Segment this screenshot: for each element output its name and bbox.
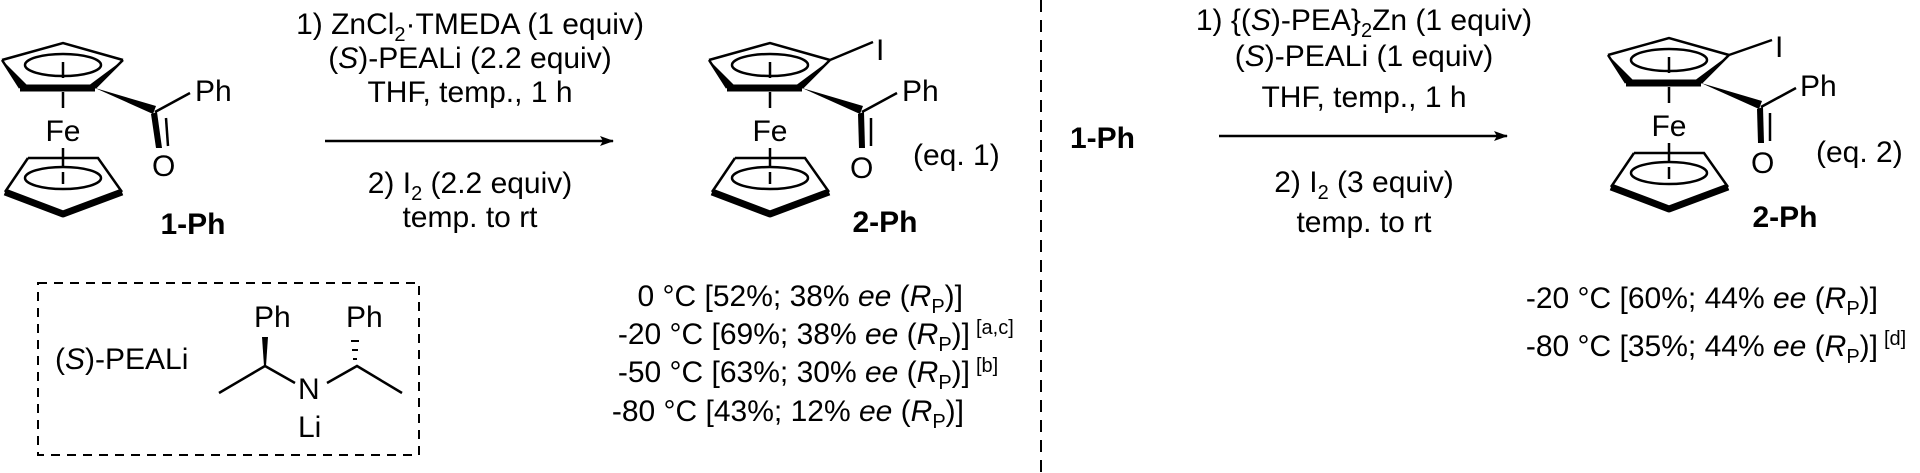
bond-wedge [262, 337, 268, 366]
lithium-atom: Li [298, 411, 321, 444]
fe-atom: Fe [752, 115, 787, 148]
equation-label: (eq. 2) [1816, 136, 1903, 169]
result-row: -20 °C [60%; 44% ee (RP)] [1526, 282, 1878, 320]
bond-double [858, 112, 865, 148]
iodine-atom: I [876, 34, 884, 67]
ph-group: Ph [254, 301, 291, 334]
footnote-marker: [d] [1884, 328, 1906, 350]
nitrogen-atom: N [298, 373, 320, 406]
bond-wedge [95, 88, 156, 114]
bond-double [164, 117, 170, 147]
compound-label-1-ph: 1-Ph [160, 208, 225, 241]
bond-wedge [1701, 83, 1762, 109]
condition-temp: temp. to rt [402, 201, 538, 234]
bond [1728, 38, 1773, 57]
bond [326, 364, 403, 395]
result-row: -80 °C [43%; 12% ee (RP)] [612, 395, 964, 433]
reagent-box: (S)-PEALi Ph Ph N Li [37, 282, 420, 456]
bond [154, 91, 191, 114]
iodine-atom: I [1775, 31, 1783, 64]
condition-solvent: THF, temp., 1 h [367, 76, 572, 109]
bond-wedge [802, 88, 863, 114]
result-row: -20 °C [69%; 38% ee (RP)] [618, 318, 970, 356]
oxygen-atom: O [152, 150, 175, 183]
reactant-1-ph-structure: Fe Ph O 1-Ph [2, 43, 232, 241]
fe-atom: Fe [1651, 110, 1686, 143]
bond-double [151, 112, 162, 148]
eq1-results: 0 °C [52%; 38% ee (RP)] -20 °C [69%; 38%… [612, 280, 1014, 433]
bond [829, 40, 874, 62]
dashed-box [37, 282, 420, 456]
result-row: 0 °C [52%; 38% ee (RP)] [638, 280, 964, 318]
bond-hash [351, 340, 359, 360]
equation-label: (eq. 1) [913, 139, 1000, 172]
footnote-marker: [b] [976, 355, 998, 377]
condition-base: (S)-PEALi (1 equiv) [1235, 40, 1493, 73]
bond [861, 91, 898, 114]
compound-label-2-ph: 2-Ph [852, 206, 917, 239]
condition-step2: 2) I2 (2.2 equiv) [368, 167, 573, 205]
condition-solvent: THF, temp., 1 h [1261, 81, 1466, 114]
bond-double [1757, 107, 1764, 143]
reagent-label: (S)-PEALi [55, 343, 188, 376]
oxygen-atom: O [1751, 147, 1774, 180]
condition-temp: temp. to rt [1296, 206, 1432, 239]
compound-label-1-ph: 1-Ph [1070, 122, 1135, 155]
result-row: -80 °C [35%; 44% ee (RP)] [1526, 330, 1878, 368]
eq2-conditions: 1) {(S)-PEA}2Zn (1 equiv) (S)-PEALi (1 e… [1196, 4, 1532, 239]
fe-atom: Fe [45, 115, 80, 148]
compound-label-2-ph: 2-Ph [1752, 201, 1817, 234]
product-2-ph-structure: Fe I Ph O (eq. 2) 2-Ph [1608, 31, 1903, 234]
condition-base: (S)-PEALi (2.2 equiv) [328, 42, 611, 75]
condition-step1: 1) {(S)-PEA}2Zn (1 equiv) [1196, 4, 1532, 42]
condition-step2: 2) I2 (3 equiv) [1274, 166, 1454, 204]
oxygen-atom: O [850, 152, 873, 185]
result-row: -50 °C [63%; 30% ee (RP)] [618, 356, 970, 394]
ph-group: Ph [902, 75, 939, 108]
product-2-ph-structure: Fe I Ph O (eq. 1) 2-Ph [709, 34, 1000, 239]
bond [1760, 86, 1797, 109]
eq1-conditions: 1) ZnCl2·TMEDA (1 equiv) (S)-PEALi (2.2 … [296, 8, 644, 234]
bond [218, 364, 296, 395]
footnote-marker: [a,c] [976, 317, 1014, 339]
ph-group: Ph [195, 75, 232, 108]
condition-step1: 1) ZnCl2·TMEDA (1 equiv) [296, 8, 644, 46]
ph-group: Ph [1800, 70, 1837, 103]
ph-group: Ph [346, 301, 383, 334]
eq2-results: -20 °C [60%; 44% ee (RP)] -80 °C [35%; 4… [1526, 282, 1906, 368]
